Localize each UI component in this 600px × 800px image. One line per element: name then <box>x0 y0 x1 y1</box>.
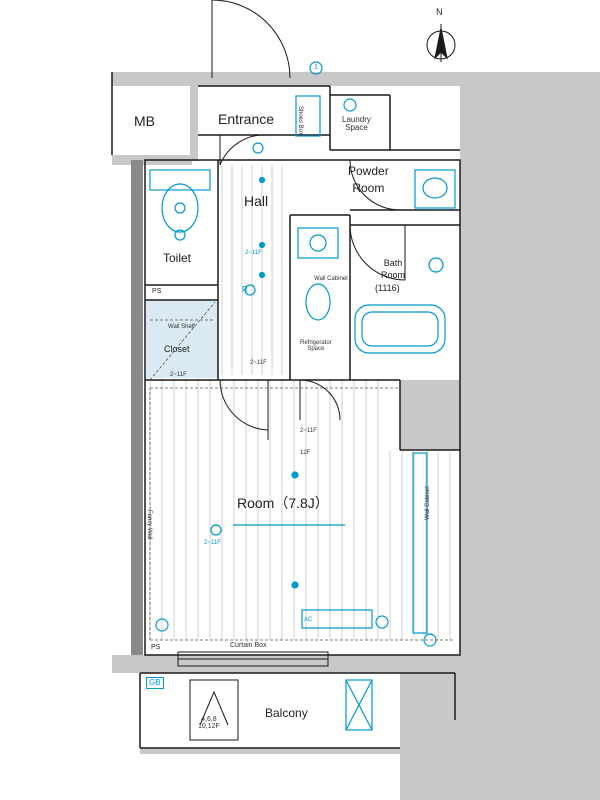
walls-outline <box>111 72 461 749</box>
curtain-box-label: Curtain Box <box>230 642 267 649</box>
gb-label: GB <box>146 677 164 689</box>
balcony-bottom-wall <box>140 748 400 754</box>
room-floor-pattern <box>149 380 451 640</box>
bath-room-label: Bath Room <box>381 258 406 280</box>
closet-label: Closet <box>164 344 190 354</box>
outer-wall-bottom <box>112 655 460 673</box>
outer-wall-right-notch <box>400 380 460 450</box>
r-mark-label: R <box>242 285 248 294</box>
north-arrow-icon <box>426 24 456 62</box>
wall-cabinet-label: Wall Cabinet <box>314 276 348 282</box>
hall-floor-note: 2~11F <box>250 360 267 366</box>
fire-escape-hatch <box>189 679 239 741</box>
right-lower-wall <box>400 673 460 800</box>
circle-mark-label: 1 <box>314 64 318 71</box>
bath-size-label: (1116) <box>375 283 400 293</box>
laundry-label: Laundry Space <box>342 115 371 132</box>
closet-details <box>149 301 455 641</box>
north-label: N <box>436 7 443 17</box>
fire-escape-label: 4,6,8 10,12F <box>198 716 220 730</box>
entrance-label: Entrance <box>218 111 275 127</box>
ps-top-label: PS <box>152 288 162 295</box>
ps-bottom-label: PS <box>151 644 161 651</box>
entrance-wall <box>190 86 198 161</box>
closet-area <box>146 300 218 378</box>
shoes-box-label: Shoes Box <box>297 106 303 136</box>
fixtures <box>149 61 456 731</box>
room-label: Room（7.8J） <box>237 495 329 511</box>
room-floor-note-c: 2~11F <box>204 540 221 546</box>
hall-floor-pattern <box>221 165 283 375</box>
room-floor-note-a: 2~11F <box>300 428 317 434</box>
balcony-label: Balcony <box>265 706 308 720</box>
door-swings <box>211 0 406 440</box>
fridge-floor-note: 2~11F <box>245 250 262 256</box>
room-floor-note-b: 12F <box>300 450 311 456</box>
fancy-wall-label: Fancy Wall <box>146 510 152 540</box>
closet-floor-note: 2~11F <box>170 372 187 378</box>
balcony-window <box>177 651 329 667</box>
outer-wall-top-right <box>292 72 460 86</box>
fancy-wall-hatch <box>131 160 143 655</box>
wall-shelf-label: Wall Shelf <box>168 324 195 330</box>
mb-label: MB <box>134 113 155 129</box>
ac-label: AC <box>304 617 313 623</box>
room-wall-cabinet-label: Wall Cabinet <box>425 486 431 520</box>
refrigerator-space-label: Refrigerator Space <box>300 340 332 352</box>
outer-wall-right <box>460 72 600 800</box>
powder-room-label: Powder Room <box>348 164 389 195</box>
outer-wall-top <box>112 72 292 86</box>
hall-label: Hall <box>244 193 269 209</box>
toilet-label: Toilet <box>163 251 192 265</box>
